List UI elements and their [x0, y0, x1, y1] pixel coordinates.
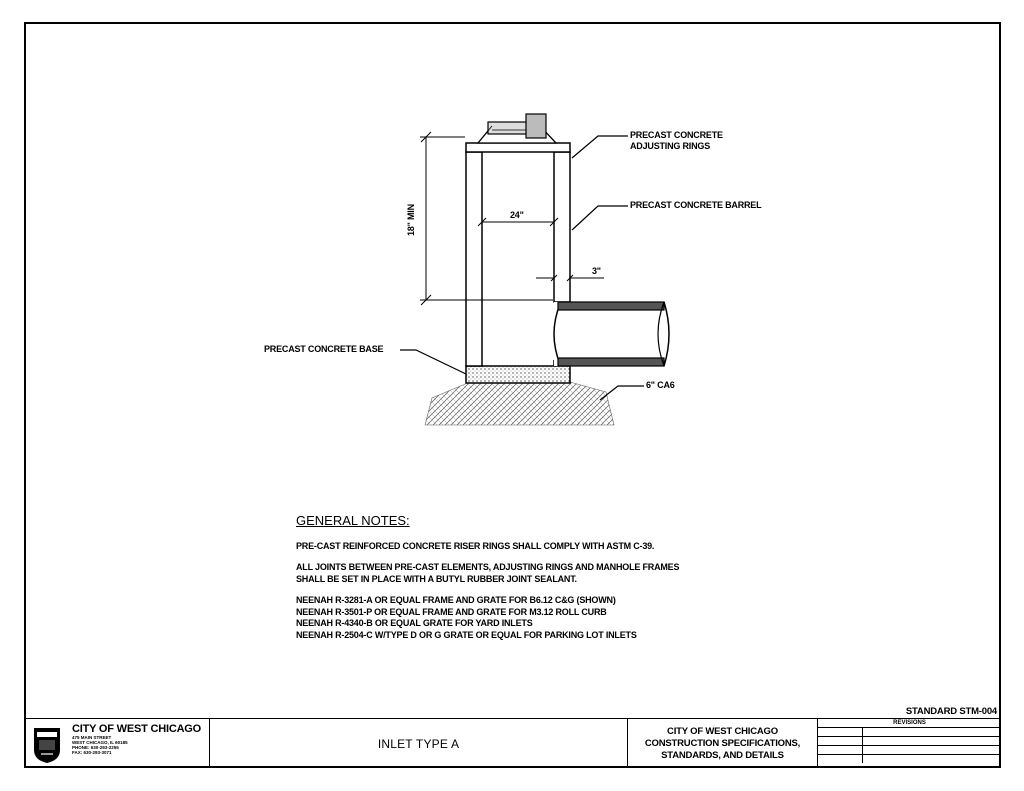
note-1: PRE-CAST REINFORCED CONCRETE RISER RINGS… [296, 540, 655, 551]
revisions-heading: REVISIONS [818, 719, 1001, 728]
ca6-gravel-bed [424, 381, 615, 426]
notes-heading: GENERAL NOTES: [296, 513, 410, 528]
barrel-wall-left [465, 151, 483, 367]
revision-row [818, 746, 1001, 755]
note-3: NEENAH R-3281-A OR EQUAL FRAME AND GRATE… [296, 595, 637, 640]
revision-row [818, 737, 1001, 746]
wall-dimension [536, 274, 604, 282]
label-width-dim: 24" [510, 210, 524, 220]
city-seal-icon [34, 728, 60, 763]
label-barrel: PRECAST CONCRETE BARREL [630, 200, 762, 210]
barrel-wall-right [553, 151, 571, 303]
spec-title: CITY OF WEST CHICAGO CONSTRUCTION SPECIF… [628, 719, 818, 768]
title-block: CITY OF WEST CHICAGO 475 MAIN STREET WES… [24, 718, 1001, 768]
label-adjusting-rings: PRECAST CONCRETE ADJUSTING RINGS [630, 130, 723, 151]
note-2: ALL JOINTS BETWEEN PRE-CAST ELEMENTS, AD… [296, 562, 680, 584]
label-ca6: 6" CA6 [646, 380, 675, 390]
leader-lines [400, 135, 644, 401]
adjusting-rings [465, 142, 571, 153]
width-dimension [477, 217, 559, 227]
height-dimension [420, 131, 553, 306]
precast-base [465, 365, 571, 384]
general-notes: GENERAL NOTES: PRE-CAST REINFORCED CONCR… [296, 513, 680, 641]
standard-number: STANDARD STM-004 [905, 706, 997, 717]
drawing-sheet-border [24, 22, 1001, 768]
revision-row [818, 755, 1001, 763]
drawing-name: INLET TYPE A [210, 719, 628, 768]
revision-row [818, 728, 1001, 737]
title-block-logo-cell: CITY OF WEST CHICAGO 475 MAIN STREET WES… [24, 719, 210, 768]
label-height-dim: 18" MIN [406, 204, 416, 236]
city-address: 475 MAIN STREET WEST CHICAGO, IL 60185 P… [72, 735, 128, 755]
outlet-pipe [553, 301, 670, 367]
label-wall-dim: 3" [592, 266, 601, 276]
label-base: PRECAST CONCRETE BASE [264, 344, 384, 354]
revisions-table: REVISIONS [818, 719, 1001, 768]
frame-and-grate [476, 113, 558, 144]
city-name: CITY OF WEST CHICAGO [72, 723, 202, 735]
